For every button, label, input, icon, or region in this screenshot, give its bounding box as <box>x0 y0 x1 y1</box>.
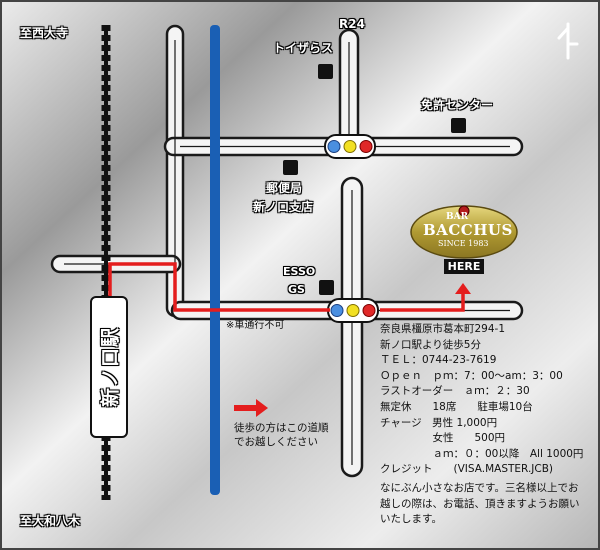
shop-info: 奈良県橿原市葛本町294-1 新ノ口駅より徒歩5分 ＴＥＬ：0744-23-76… <box>380 322 583 478</box>
info-address: 奈良県橿原市葛本町294-1 <box>380 323 506 335</box>
route-number-label: R24 <box>339 17 365 31</box>
info-charge-late: ａｍ：０：00以降 All 1000円 <box>380 447 584 460</box>
bar-logo <box>410 205 518 259</box>
here-marker: HERE <box>444 259 484 274</box>
walk-note-line2: でお越しください <box>234 436 318 448</box>
no-entry-label: ※車通行不可 <box>226 320 285 331</box>
gs-label: GS <box>288 283 305 296</box>
logo-since-text: SINCE 1983 <box>438 239 489 248</box>
esso-marker <box>319 280 334 295</box>
info-last-order: ラストオーダー ａｍ：２：30 <box>380 385 530 398</box>
license-center-label: 免許センター <box>421 98 494 112</box>
walk-route-end <box>380 292 465 312</box>
station-box: 新ノ口駅 <box>90 296 128 438</box>
info-credit: クレジット (VISA.MASTER.JCB) <box>380 463 554 476</box>
info-charge-male: チャージ 男性 1,000円 <box>380 416 498 429</box>
arrow-right-icon <box>234 399 268 417</box>
info-tel: ＴＥＬ：0744-23-7619 <box>380 354 497 367</box>
direction-label-saidaiji: 至西大寺 <box>20 26 69 40</box>
license-center-marker <box>451 118 466 133</box>
compass-north-icon <box>557 22 579 60</box>
post-office-label: 郵便局 <box>266 181 303 195</box>
walk-note-line1: 徒歩の方はこの道順 <box>234 422 329 434</box>
arrow-up-icon <box>455 283 471 294</box>
post-office-marker <box>283 160 298 175</box>
esso-label: ESSO <box>283 265 316 278</box>
logo-bar-text: BAR <box>446 212 469 222</box>
traffic-light-icon <box>324 134 376 159</box>
post-office-branch-label: 新ノ口支店 <box>253 200 314 214</box>
bar-logo-text: BAR BACCHUS SINCE 1983 <box>411 203 517 257</box>
station-label: 新ノ口駅 <box>99 326 122 408</box>
info-closed-seats: 無定休 18席 駐車場10台 <box>380 400 533 413</box>
river <box>210 25 220 495</box>
toys-label: トイザらス <box>273 41 334 55</box>
direction-label-yagi: 至大和八木 <box>20 514 81 528</box>
shop-note: なにぶん小さなお店です。三名様以上でお越しの際は、お電話、頂きますようお願いいた… <box>380 482 580 525</box>
walk-route <box>108 262 330 312</box>
logo-name-text: BACCHUS <box>423 221 513 239</box>
info-walk: 新ノ口駅より徒歩5分 <box>380 338 481 351</box>
traffic-light-icon <box>327 298 379 323</box>
toys-marker <box>318 64 333 79</box>
info-open: Ｏｐｅｎ ｐｍ：7：00～am：3：00 <box>380 369 563 382</box>
info-charge-female: 女性 500円 <box>380 432 506 445</box>
